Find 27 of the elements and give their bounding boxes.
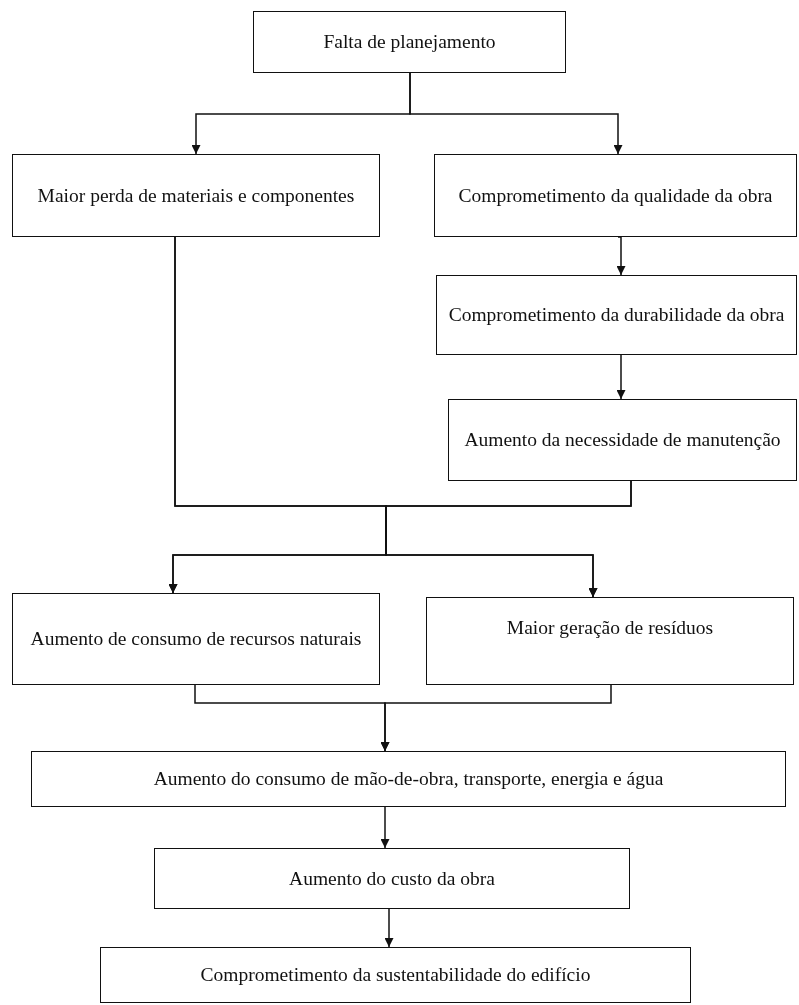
arrow — [380, 806, 390, 849]
arrow — [616, 236, 626, 276]
box-label: Comprometimento da durabilidade da obra — [448, 303, 785, 328]
arrow — [616, 354, 626, 400]
process-box — [448, 399, 797, 481]
box-label: Comprometimento da sustentabilidade do edifício — [200, 963, 591, 988]
process-box — [12, 154, 380, 237]
box-label: Aumento do custo da obra — [289, 866, 495, 891]
process-box — [31, 751, 786, 807]
process-box — [154, 848, 630, 909]
box-label: Falta de planejamento — [323, 30, 496, 55]
box-label: Maior perda de materiais e componentes — [37, 183, 355, 208]
arrow — [384, 908, 394, 948]
process-box — [436, 275, 797, 355]
process-box — [426, 597, 794, 685]
process-box — [100, 947, 691, 1003]
box-label: Aumento do consumo de mão-de-obra, transporte, energia e água — [153, 767, 664, 792]
process-box — [434, 154, 797, 237]
arrow — [409, 72, 623, 155]
process-box — [253, 11, 566, 73]
box-label: Aumento da necessidade de manutenção — [464, 428, 781, 453]
process-box — [12, 593, 380, 685]
box-label: Comprometimento da qualidade da obra — [458, 183, 773, 208]
box-label: Maior geração de resíduos — [506, 616, 714, 640]
arrow — [380, 684, 612, 752]
box-label: Aumento de consumo de recursos naturais — [30, 627, 362, 652]
arrow — [385, 480, 632, 598]
